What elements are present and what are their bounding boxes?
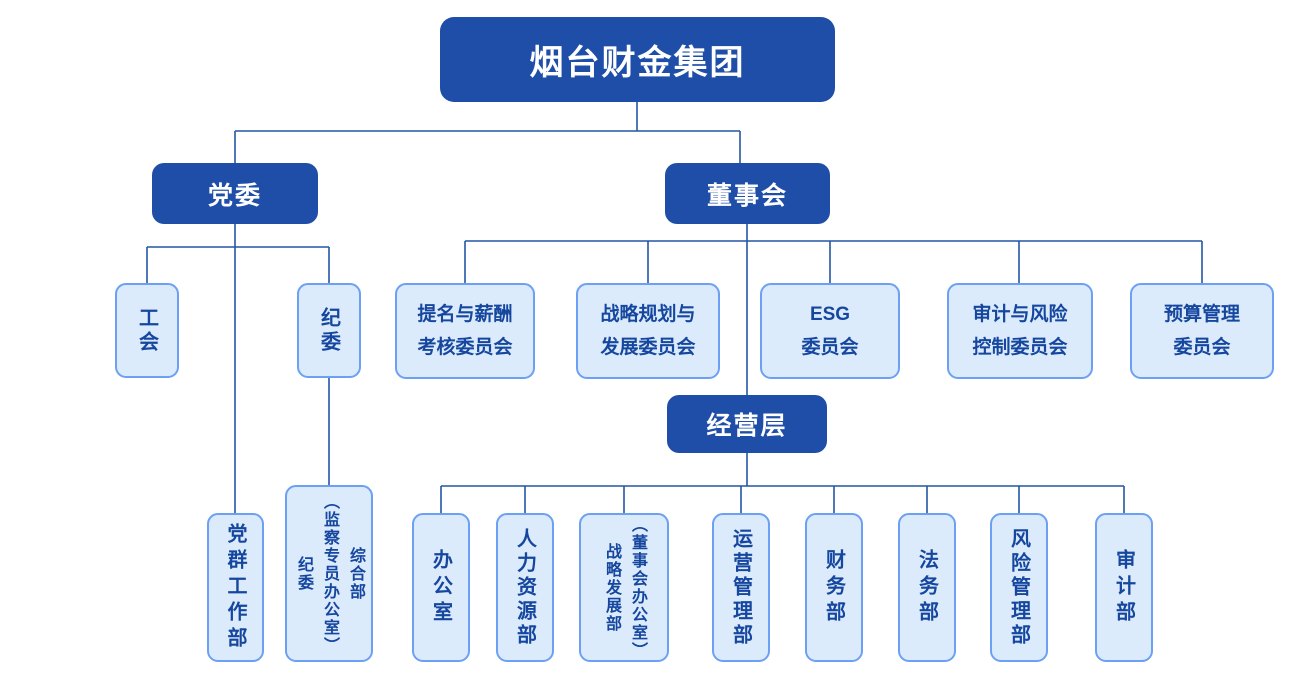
committee-esg-node: ESG 委员会 — [760, 283, 900, 379]
committee-label-line1: ESG — [809, 304, 851, 325]
party-work-dept-label: 党群工作部 — [224, 522, 246, 653]
dept-label: 风险管理部 — [1007, 527, 1030, 648]
party-work-dept-node: 党群工作部 — [207, 513, 264, 662]
committee-label-line1: 审计与风险 — [972, 304, 1068, 325]
committee-label-line1: 战略规划与 — [600, 304, 696, 325]
discipline-general-dept-col-left: 纪委 — [295, 555, 312, 592]
committee-budget-management-node: 预算管理 委员会 — [1130, 283, 1274, 379]
group-root-node: 烟台财金集团 — [440, 17, 835, 102]
committee-audit-risk-control-node: 审计与风险 控制委员会 — [947, 283, 1093, 379]
discipline-committee-label: 纪委 — [317, 306, 340, 355]
board-of-directors-node: 董事会 — [665, 163, 830, 224]
committee-label-line2: 委员会 — [1173, 337, 1231, 358]
dept-label: 办公室 — [429, 548, 452, 627]
committee-label-line1: 提名与薪酬 — [417, 304, 513, 325]
discipline-general-dept-col-right: 综合部 — [347, 546, 364, 601]
dept-label: 运营管理部 — [729, 527, 752, 648]
dept-risk-management-node: 风险管理部 — [990, 513, 1048, 662]
discipline-committee-node: 纪委 — [297, 283, 361, 378]
discipline-general-dept-col-mid: （监察专员办公室） — [321, 492, 338, 655]
dept-operations-management-node: 运营管理部 — [712, 513, 770, 662]
committee-label-line2: 委员会 — [801, 337, 859, 358]
committee-strategy-development-node: 战略规划与 发展委员会 — [576, 283, 720, 379]
discipline-general-dept-node: 纪委 （监察专员办公室） 综合部 — [285, 485, 373, 662]
dept-label: 审计部 — [1112, 548, 1135, 627]
labor-union-label: 工会 — [135, 306, 158, 355]
dept-audit-node: 审计部 — [1095, 513, 1153, 662]
dept-label-col-left: 战略发展部 — [603, 542, 620, 633]
committee-nomination-remuneration-node: 提名与薪酬 考核委员会 — [395, 283, 535, 379]
dept-strategy-development-node: 战略发展部 （董事会办公室） — [579, 513, 669, 662]
dept-label: 财务部 — [822, 548, 845, 627]
dept-human-resources-node: 人力资源部 — [496, 513, 554, 662]
dept-label: 人力资源部 — [513, 527, 536, 648]
dept-legal-node: 法务部 — [898, 513, 956, 662]
committee-label-line2: 发展委员会 — [600, 337, 696, 358]
management-layer-node: 经营层 — [667, 395, 827, 453]
labor-union-node: 工会 — [115, 283, 179, 378]
dept-finance-node: 财务部 — [805, 513, 863, 662]
committee-label-line2: 控制委员会 — [972, 337, 1068, 358]
dept-office-node: 办公室 — [412, 513, 470, 662]
dept-label-col-right: （董事会办公室） — [629, 515, 646, 660]
party-committee-node: 党委 — [152, 163, 318, 224]
dept-label: 法务部 — [915, 548, 938, 627]
committee-label-line1: 预算管理 — [1163, 304, 1240, 325]
committee-label-line2: 考核委员会 — [417, 337, 513, 358]
